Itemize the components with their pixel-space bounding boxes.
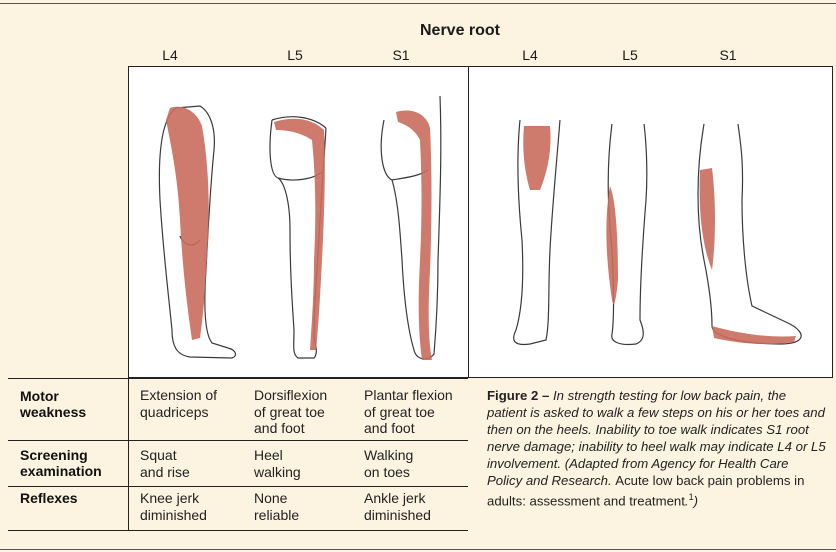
dermatome-s1-calf xyxy=(699,168,715,270)
dermatome-s1 xyxy=(396,110,432,360)
row-head-screening-examination: Screening examination xyxy=(20,447,102,479)
dermatome-l4-thigh xyxy=(166,106,209,340)
cell-reflexes-l5: None reliable xyxy=(254,490,300,523)
leg-s1-motor xyxy=(380,95,442,360)
dermatome-s1-foot xyxy=(712,326,796,345)
bottom-rule xyxy=(0,549,836,550)
caption-period: . xyxy=(684,493,689,509)
col-label-right-l5: L5 xyxy=(622,47,638,63)
caption-italic-text: In strength testing for low back pain, t… xyxy=(487,388,826,488)
dermatome-l5 xyxy=(274,118,325,350)
table-rule-1 xyxy=(8,440,468,441)
caption-label: Figure 2 – xyxy=(487,388,553,403)
col-label-right-s1: S1 xyxy=(719,47,737,63)
leg-l4-sensory xyxy=(513,119,561,346)
cell-screening-l5: Heel walking xyxy=(254,447,301,480)
caption-close: ) xyxy=(693,493,699,509)
table-rule-top xyxy=(8,378,468,379)
table-rule-bottom xyxy=(8,530,468,531)
caption-publication-title: Acute low back pain problems in adults: … xyxy=(487,473,805,509)
leg-s1-sensory xyxy=(697,123,802,345)
cell-screening-l4: Squat and rise xyxy=(140,447,190,480)
table-vertical-rule xyxy=(128,378,129,530)
figure-title: Nerve root xyxy=(419,22,501,39)
row-head-motor-weakness: Motor weakness xyxy=(20,388,87,420)
cell-motor-l4: Extension of quadriceps xyxy=(140,387,218,420)
dermatome-l4-knee xyxy=(523,126,551,190)
col-label-left-l4: L4 xyxy=(162,47,178,63)
cell-screening-s1: Walking on toes xyxy=(364,447,414,480)
cell-reflexes-l4: Knee jerk diminished xyxy=(140,490,207,523)
figure-caption: Figure 2 – In strength testing for low b… xyxy=(487,387,827,509)
caption-reference: 1 xyxy=(688,492,694,502)
cell-motor-l5: Dorsiflexion of great toe and foot xyxy=(254,387,328,436)
top-rule xyxy=(0,3,836,4)
col-label-left-l5: L5 xyxy=(287,47,303,63)
illustration-divider xyxy=(468,66,469,378)
col-label-left-s1: S1 xyxy=(392,47,410,63)
col-label-right-l4: L4 xyxy=(522,47,538,63)
cell-reflexes-s1: Ankle jerk diminished xyxy=(364,490,431,523)
illustration-panel xyxy=(128,66,833,378)
row-head-reflexes: Reflexes xyxy=(20,490,78,506)
dermatome-l5-shin xyxy=(606,186,618,304)
cell-motor-s1: Plantar flexion of great toe and foot xyxy=(364,387,453,436)
table-rule-2 xyxy=(8,486,468,487)
